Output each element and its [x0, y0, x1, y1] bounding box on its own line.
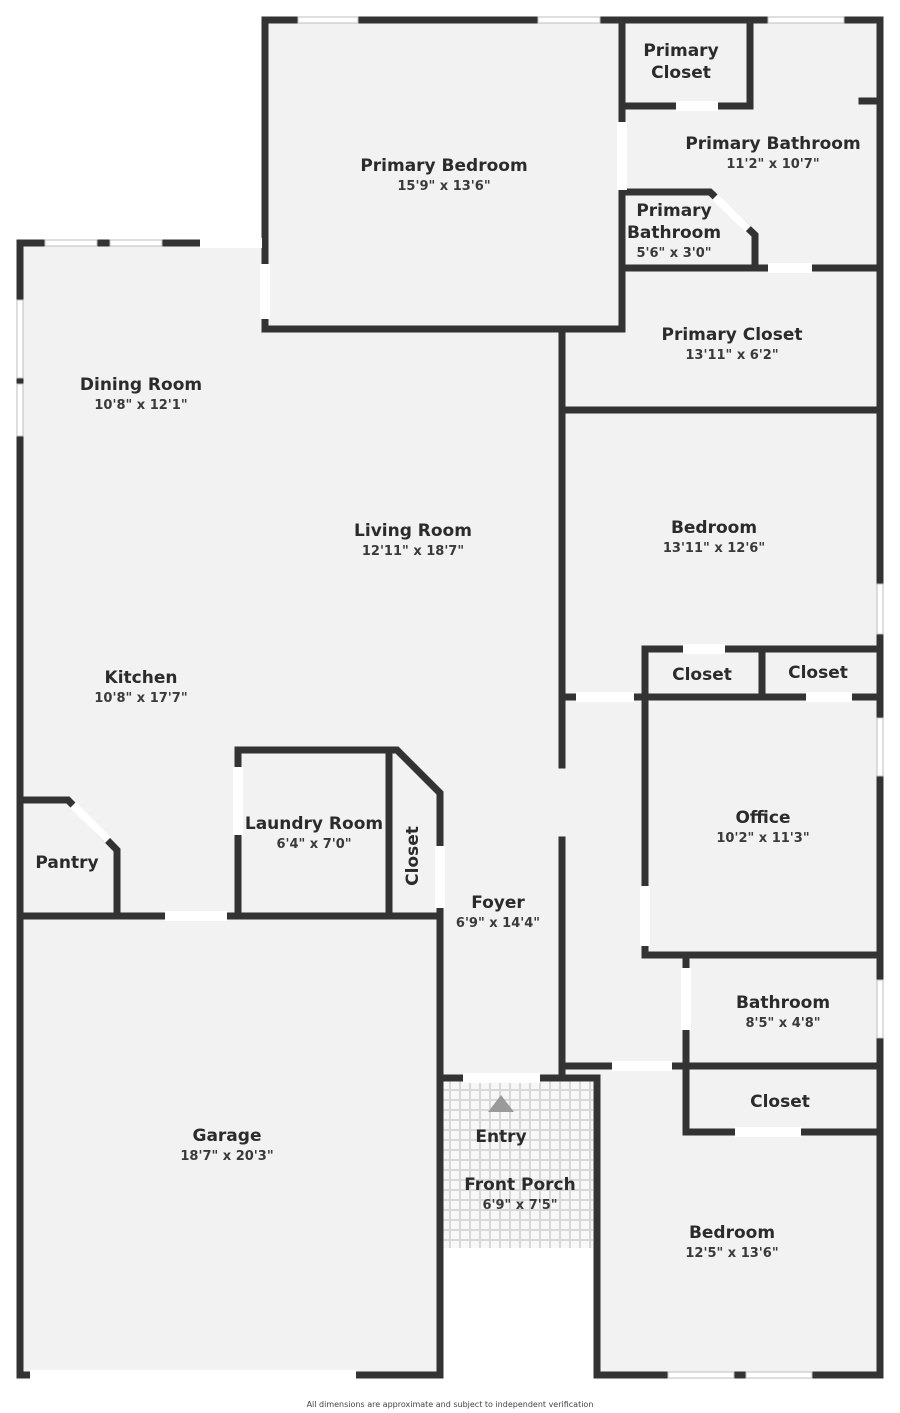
foyer-name: Foyer	[471, 893, 525, 913]
pantry-name: Pantry	[35, 853, 98, 873]
porch-tiles	[443, 1080, 593, 1248]
door-openings	[30, 101, 852, 1380]
primary-bathroom-dim: 11'2" x 10'7"	[726, 157, 819, 172]
primary-bedroom-dim: 15'9" x 13'6"	[397, 179, 490, 194]
kitchen-name: Kitchen	[105, 668, 178, 688]
laundry-room-name: Laundry Room	[245, 814, 383, 834]
closet-laundry-name: Closet	[403, 826, 423, 886]
garage-dim: 18'7" x 20'3"	[180, 1149, 273, 1164]
bedroom-mid-dim: 13'11" x 12'6"	[663, 541, 765, 556]
closet-b-name: Closet	[788, 663, 848, 683]
primary-closet-top-name-1: Primary	[643, 41, 718, 61]
living-room-name: Living Room	[354, 521, 472, 541]
primary-closet-top-name-2: Closet	[651, 63, 711, 83]
bedroom-mid-name: Bedroom	[671, 518, 757, 538]
room-labels: Primary Bedroom 15'9" x 13'6" Primary Cl…	[35, 41, 860, 1409]
primary-bathroom-small-dim: 5'6" x 3'0"	[636, 246, 711, 261]
entry-arrow-icon	[488, 1095, 514, 1112]
front-porch-dim: 6'9" x 7'5"	[482, 1198, 557, 1213]
windows	[16, 16, 884, 1379]
closet-c-name: Closet	[750, 1092, 810, 1112]
bathroom-name: Bathroom	[736, 993, 830, 1013]
closet-a-name: Closet	[672, 665, 732, 685]
disclaimer: All dimensions are approximate and subje…	[307, 1400, 594, 1409]
office-name: Office	[735, 808, 790, 828]
laundry-room-dim: 6'4" x 7'0"	[276, 837, 351, 852]
primary-bathroom-small-name-1: Primary	[636, 201, 711, 221]
bathroom-dim: 8'5" x 4'8"	[745, 1016, 820, 1031]
garage-name: Garage	[193, 1126, 262, 1146]
primary-closet-name: Primary Closet	[662, 325, 803, 345]
primary-bedroom-name: Primary Bedroom	[360, 156, 527, 176]
dining-room-name: Dining Room	[80, 375, 202, 395]
foyer-dim: 6'9" x 14'4"	[456, 916, 540, 931]
front-porch-name: Front Porch	[464, 1175, 575, 1195]
bedroom-bottom-name: Bedroom	[689, 1223, 775, 1243]
office-dim: 10'2" x 11'3"	[716, 831, 809, 846]
primary-bathroom-name: Primary Bathroom	[685, 134, 860, 154]
dining-room-dim: 10'8" x 12'1"	[94, 398, 187, 413]
bedroom-bottom-dim: 12'5" x 13'6"	[685, 1246, 778, 1261]
primary-bathroom-small-name-2: Bathroom	[627, 223, 721, 243]
entry-name: Entry	[475, 1127, 526, 1147]
primary-closet-dim: 13'11" x 6'2"	[685, 348, 778, 363]
floor-fill	[20, 20, 880, 1375]
living-room-dim: 12'11" x 18'7"	[362, 544, 464, 559]
kitchen-dim: 10'8" x 17'7"	[94, 691, 187, 706]
